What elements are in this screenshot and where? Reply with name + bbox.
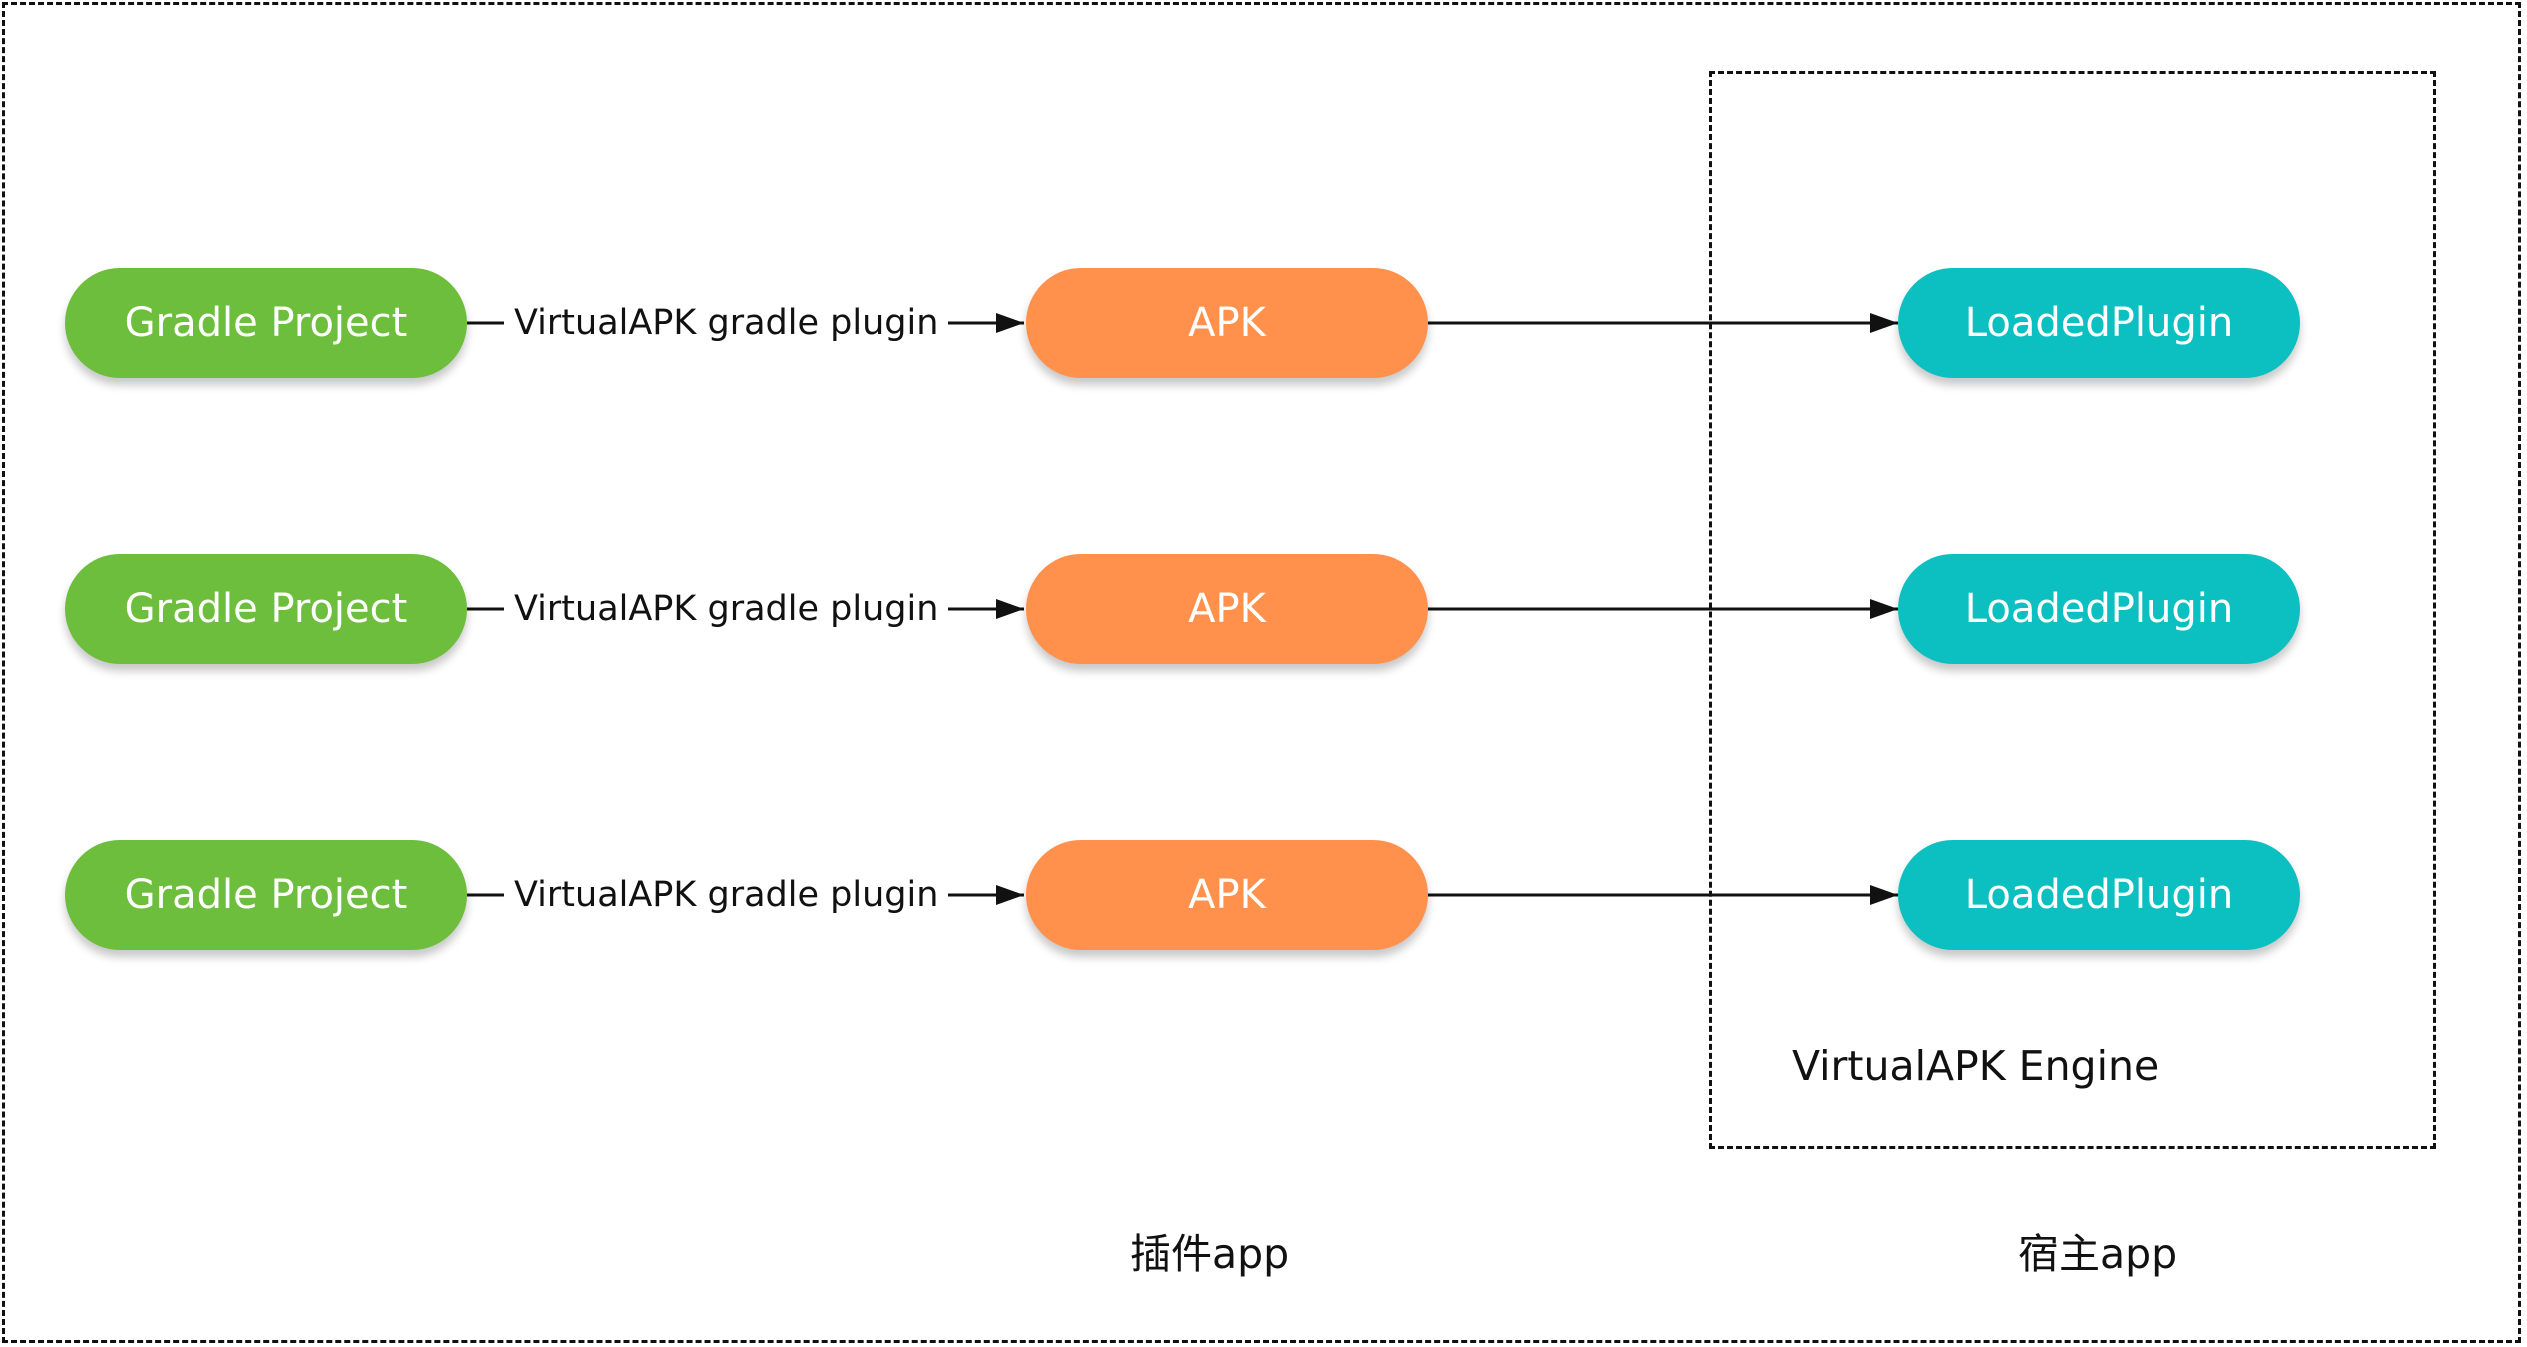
host-app-label: 宿主app <box>2018 1230 2178 1278</box>
engine-label: VirtualAPK Engine <box>1792 1042 2160 1090</box>
gradle-project-node: Gradle Project <box>65 554 467 664</box>
loaded-plugin-node: LoadedPlugin <box>1898 554 2300 664</box>
loaded-plugin-node: LoadedPlugin <box>1898 268 2300 378</box>
gradle-project-node: Gradle Project <box>65 840 467 950</box>
loaded-plugin-node: LoadedPlugin <box>1898 840 2300 950</box>
apk-node: APK <box>1026 840 1428 950</box>
apk-node: APK <box>1026 268 1428 378</box>
gradle-plugin-edge-label: VirtualAPK gradle plugin <box>504 268 949 378</box>
plugin-app-label: 插件app <box>1130 1230 1290 1278</box>
apk-node: APK <box>1026 554 1428 664</box>
gradle-plugin-edge-label: VirtualAPK gradle plugin <box>504 554 949 664</box>
gradle-plugin-edge-label: VirtualAPK gradle plugin <box>504 840 949 950</box>
gradle-project-node: Gradle Project <box>65 268 467 378</box>
